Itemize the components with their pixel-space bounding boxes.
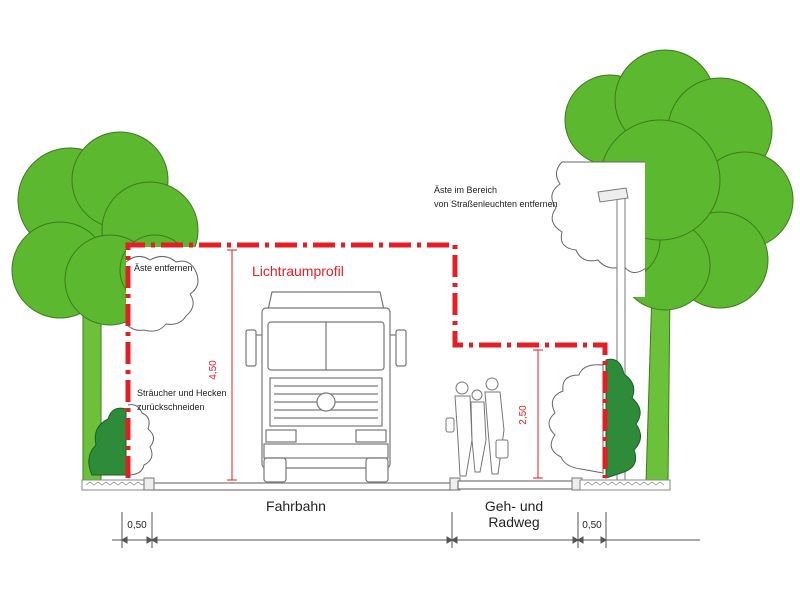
left-tree	[11, 131, 201, 483]
left-pruned-outline	[125, 256, 199, 332]
road-height-dimension	[227, 249, 237, 481]
path-height-label: 2,50	[518, 405, 529, 425]
path-surface	[457, 480, 579, 490]
path-label-line2: Radweg	[488, 514, 539, 530]
path-height-dimension	[533, 349, 543, 479]
profile-title: Lichtraumprofil	[252, 263, 344, 279]
left-shrub	[88, 404, 154, 476]
lamp-label-line2: von Straßenleuchten entfernen	[434, 199, 558, 209]
ground	[81, 477, 671, 491]
clearance-profile-line	[125, 242, 608, 478]
truck-front-view	[245, 291, 407, 483]
left-offset-label: 0,50	[127, 520, 147, 531]
right-tree-trunk	[645, 289, 671, 483]
bottom-dimension-line	[112, 512, 700, 548]
road-height-label: 4,50	[208, 360, 219, 380]
right-shrub-pruned	[548, 364, 604, 474]
shrubs-label-line1: Sträucher und Hecken	[137, 388, 227, 398]
branches-remove-label: Äste entfernen	[134, 263, 193, 273]
right-tree	[551, 49, 794, 483]
roadway-label: Fahrbahn	[266, 498, 326, 514]
left-shrub-pruned	[127, 404, 154, 476]
shrubs-label-line2: zurückschneiden	[137, 402, 205, 412]
right-shrub	[605, 358, 641, 479]
right-pruned-area	[555, 162, 645, 297]
pedestrians	[445, 377, 509, 477]
right-offset-label: 0,50	[582, 520, 602, 531]
road-surface	[151, 482, 455, 491]
path-label-line1: Geh- und	[485, 498, 543, 514]
lamp-label-line1: Äste im Bereich	[434, 185, 497, 195]
